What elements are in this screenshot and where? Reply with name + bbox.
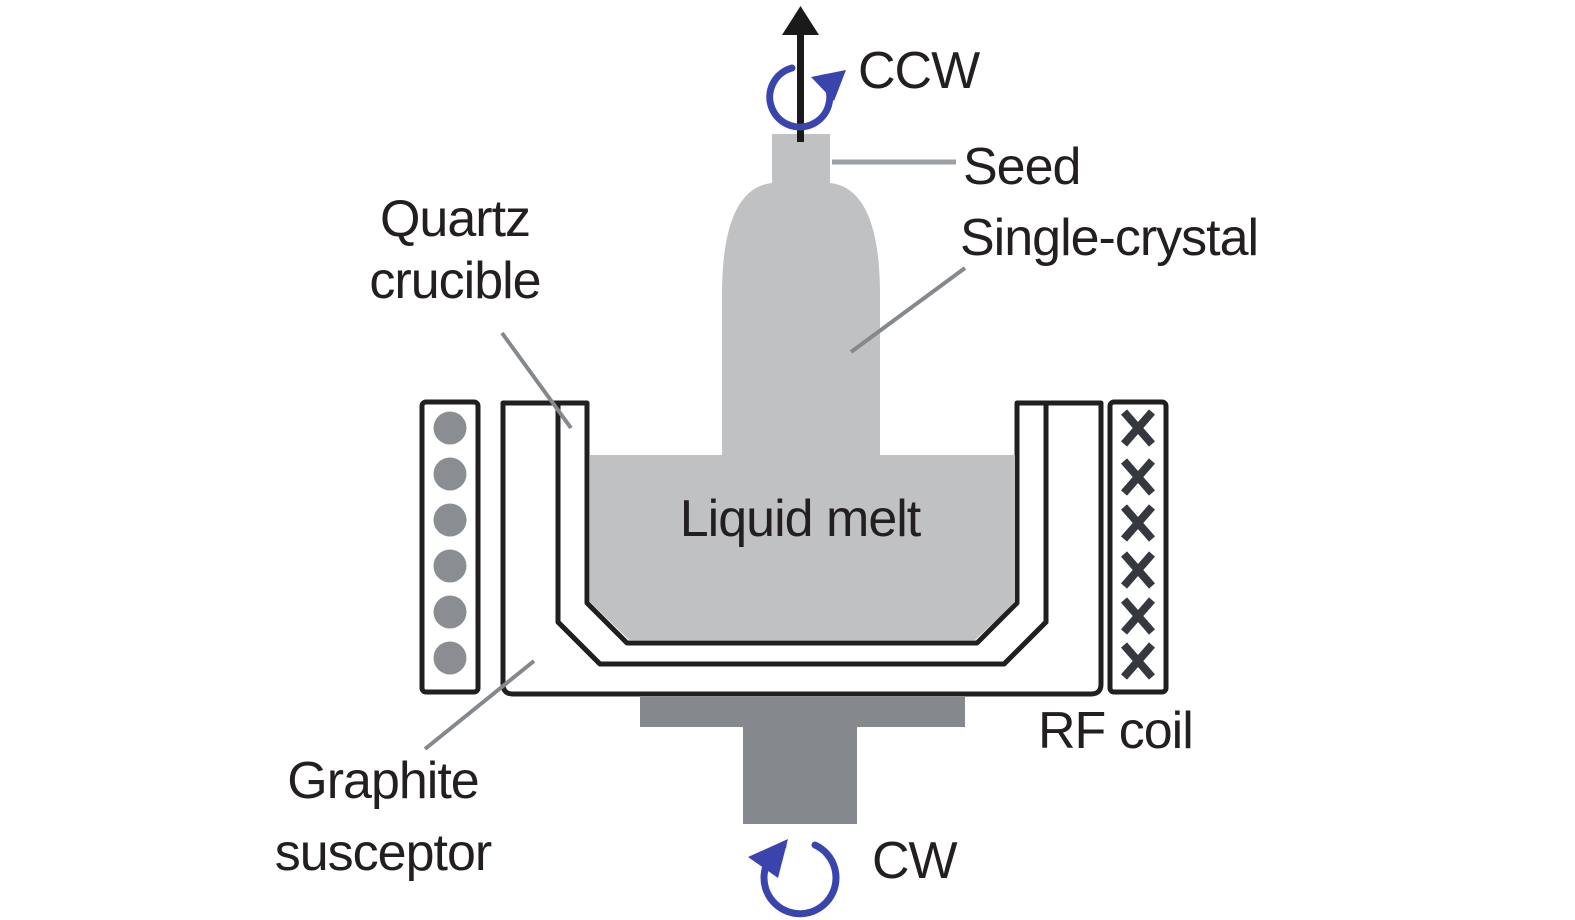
- coil-turn-dot: [433, 503, 467, 537]
- rf-coil-right: [1107, 399, 1169, 695]
- ccw-rotation-icon: [766, 64, 846, 131]
- coil-turn-x: [1120, 504, 1156, 542]
- coil-turn-dot: [433, 411, 467, 445]
- coil-turn-dot: [433, 549, 467, 583]
- coil-turn-dot: [433, 641, 467, 675]
- cw-label: CW: [872, 832, 958, 890]
- pull-arrow-icon: [782, 6, 819, 142]
- coil-turn-dot: [433, 595, 467, 629]
- single-crystal-label: Single-crystal: [960, 209, 1259, 267]
- ccw-label: CCW: [858, 42, 980, 100]
- rf-coil-left: [419, 399, 481, 695]
- quartz-crucible-shape: [555, 400, 1049, 667]
- rf-coil-label: RF coil: [1038, 702, 1194, 760]
- seed-label: Seed: [963, 138, 1081, 196]
- single-crystal-leader-line: [849, 266, 967, 354]
- coil-turn-x: [1120, 409, 1156, 447]
- coil-turn-x: [1120, 642, 1156, 680]
- quartz-crucible-label: Quartz crucible: [325, 188, 585, 313]
- graphite-susceptor-label-line2: susceptor: [274, 823, 492, 882]
- coil-turn-dot: [433, 457, 467, 491]
- single-crystal-shape: [722, 183, 880, 545]
- cw-rotation-icon: [748, 839, 840, 918]
- coil-turn-x: [1120, 551, 1156, 589]
- quartz-crucible-leader-line: [500, 331, 573, 430]
- quartz-crucible-label-line1: Quartz: [379, 190, 531, 248]
- graphite-susceptor-leader-line: [423, 659, 536, 751]
- graphite-susceptor-label-line1: Graphite: [287, 752, 479, 810]
- graphite-susceptor-label: Graphite susceptor: [253, 746, 513, 890]
- liquid-melt-shape: [590, 455, 1015, 640]
- coil-turn-x: [1120, 458, 1156, 496]
- pedestal-shape: [640, 697, 965, 824]
- coil-turn-x: [1120, 597, 1156, 635]
- liquid-melt-label: Liquid melt: [679, 490, 921, 548]
- seed-shape: [772, 134, 830, 186]
- quartz-crucible-label-line2: crucible: [369, 252, 541, 311]
